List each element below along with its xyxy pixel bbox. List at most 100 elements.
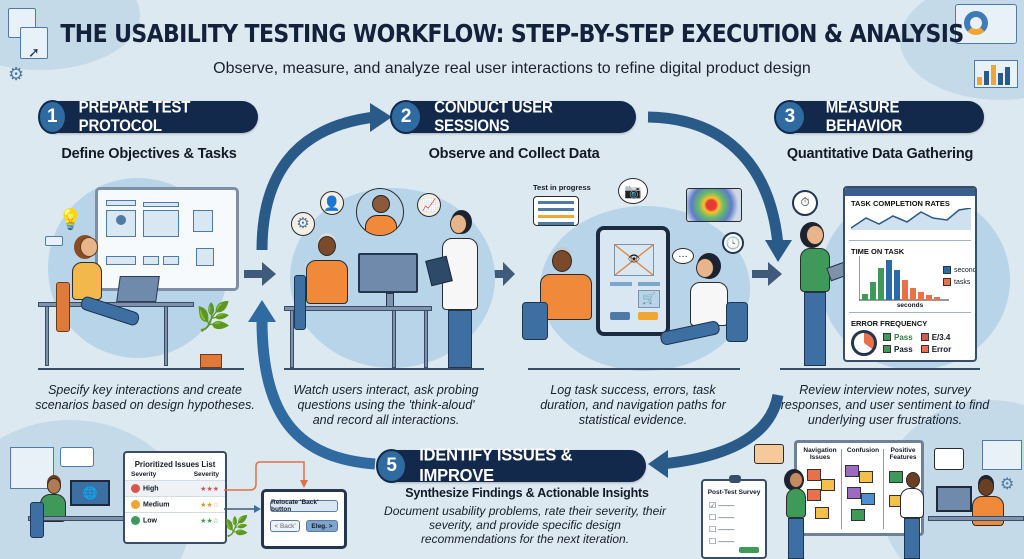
participant-person-body <box>306 260 348 304</box>
issue-row-low[interactable]: Low ★★☆ <box>125 512 225 528</box>
step-3-pill: 3 MEASURE BEHAVIOR <box>774 98 984 136</box>
researcher-legs <box>448 310 472 368</box>
wireframe-whiteboard <box>95 187 239 291</box>
plant-icon: 🌿 <box>196 301 231 332</box>
step-3-description: Review interview notes, survey responses… <box>780 383 990 427</box>
sticky-note[interactable] <box>889 471 903 483</box>
globe-monitor: 🌐 <box>70 480 110 506</box>
sticky-note[interactable] <box>807 469 821 481</box>
gear-icon: ⚙ <box>1000 476 1015 493</box>
computer-monitor <box>358 253 418 293</box>
user-bubble-icon: 👤 <box>320 191 344 215</box>
chat-bubble-icon <box>45 236 63 246</box>
tablet-button-orange[interactable] <box>638 312 658 320</box>
stopwatch-icon: ⏱ <box>792 190 818 216</box>
time-axis-label: seconds <box>896 302 924 309</box>
page-subtitle: Observe, measure, and analyze real user … <box>213 60 811 77</box>
step-1-pill: 1 PREPARE TEST PROTOCOL <box>38 99 258 135</box>
facilitator-person <box>789 472 803 488</box>
issue-row-high[interactable]: High ★★★ <box>125 480 225 496</box>
timer-icon <box>851 330 877 356</box>
time-on-task-title: TIME ON TASK <box>851 247 905 256</box>
sticky-note[interactable] <box>807 489 821 501</box>
back-button[interactable]: < Back' <box>270 520 300 532</box>
step-5-label: IDENTIFY ISSUES & IMPROVE <box>419 445 573 486</box>
chair <box>522 302 548 340</box>
desk <box>284 306 432 311</box>
confusion-column: Confusion <box>846 447 880 454</box>
survey-checkbox-checked[interactable]: ☑ —— <box>709 501 735 510</box>
bar-chart-icon <box>974 60 1018 88</box>
desk-leg <box>290 310 294 368</box>
chat-bubble-icon <box>934 448 964 470</box>
designer-person-body <box>72 262 102 300</box>
step-2b-description: Log task success, errors, task duration,… <box>540 383 726 427</box>
desk-leg <box>424 310 428 368</box>
developer-person-body <box>972 496 1004 526</box>
relocate-back-recommendation[interactable]: Relocate 'Back' button <box>270 499 338 513</box>
tablet-button-blue[interactable] <box>610 312 630 320</box>
next-button[interactable]: Eleg. > <box>306 520 338 532</box>
step-1-subtitle: Define Objectives & Tasks <box>61 146 237 162</box>
browser-window-icon <box>20 27 48 59</box>
analyst-person-body <box>800 248 830 292</box>
sticky-note[interactable] <box>815 507 829 519</box>
eye-icon: 👁 <box>614 244 654 276</box>
chair <box>30 502 44 538</box>
chart-bubble-icon: 📈 <box>417 193 441 217</box>
chair <box>726 302 748 342</box>
severity-stars: ★★★ <box>200 485 219 493</box>
desk-leg <box>392 310 396 368</box>
sticky-note[interactable] <box>821 479 835 491</box>
ellipsis-bubble-icon: … <box>672 248 694 264</box>
step-5-pill: 5 IDENTIFY ISSUES & IMPROVE <box>376 445 646 485</box>
participant-person <box>318 236 336 256</box>
step-1-number: 1 <box>38 100 67 134</box>
step-3-label: MEASURE BEHAVIOR <box>825 98 903 136</box>
error-indicator: Error <box>920 345 951 354</box>
sticky-note[interactable] <box>851 509 865 521</box>
survey-submit-button[interactable] <box>739 547 759 553</box>
step-3-number: 3 <box>774 100 806 134</box>
floor-line <box>528 368 740 370</box>
heatmap-thumbnail <box>686 188 742 222</box>
workstation-monitor <box>936 486 972 512</box>
issue-row-medium[interactable]: Medium ★★☆ <box>125 496 225 512</box>
team-member-legs <box>904 518 920 559</box>
cart-icon: 🛒 <box>638 290 660 308</box>
tester-person-body <box>540 274 592 320</box>
analyst-legs <box>804 292 826 366</box>
desk <box>928 516 1024 521</box>
step-3-subtitle: Quantitative Data Gathering <box>786 146 974 162</box>
laptop-icon <box>116 276 160 302</box>
analytics-panel <box>982 440 1022 470</box>
step-5-number: 5 <box>376 449 408 483</box>
analyst-person <box>806 225 824 245</box>
step-2-number: 2 <box>390 100 423 134</box>
floor-line <box>284 368 484 370</box>
survey-checkbox[interactable]: ☐ —— <box>709 525 735 534</box>
desk-leg <box>45 306 49 366</box>
error-ratio-indicator: E/3.4 <box>920 333 952 342</box>
designer-person <box>80 237 98 257</box>
monitor-stand <box>386 293 394 307</box>
desk-leg <box>164 306 168 366</box>
camera-bubble-icon: 📷 <box>618 178 648 204</box>
survey-checkbox[interactable]: ☐ —— <box>709 513 735 522</box>
survey-checkbox[interactable]: ☐ —— <box>709 537 735 546</box>
participant-portrait <box>356 188 404 236</box>
severity-stars: ★★☆ <box>200 501 219 509</box>
legend-tasks: tasks <box>943 278 970 286</box>
sticky-note[interactable] <box>847 487 861 499</box>
pass-indicator: Pass <box>883 333 913 342</box>
sticky-note[interactable] <box>845 465 859 477</box>
sticky-note[interactable] <box>859 471 873 483</box>
office-chair <box>294 275 306 330</box>
severity-column-header: Severity <box>193 471 219 478</box>
sticky-note[interactable] <box>861 493 875 505</box>
wireframe-panel <box>10 447 54 489</box>
observer-person-body <box>690 282 728 326</box>
team-member-person-body <box>900 488 924 518</box>
team-member-person <box>906 472 920 488</box>
issues-list-title: Prioritized Issues List <box>134 460 216 469</box>
